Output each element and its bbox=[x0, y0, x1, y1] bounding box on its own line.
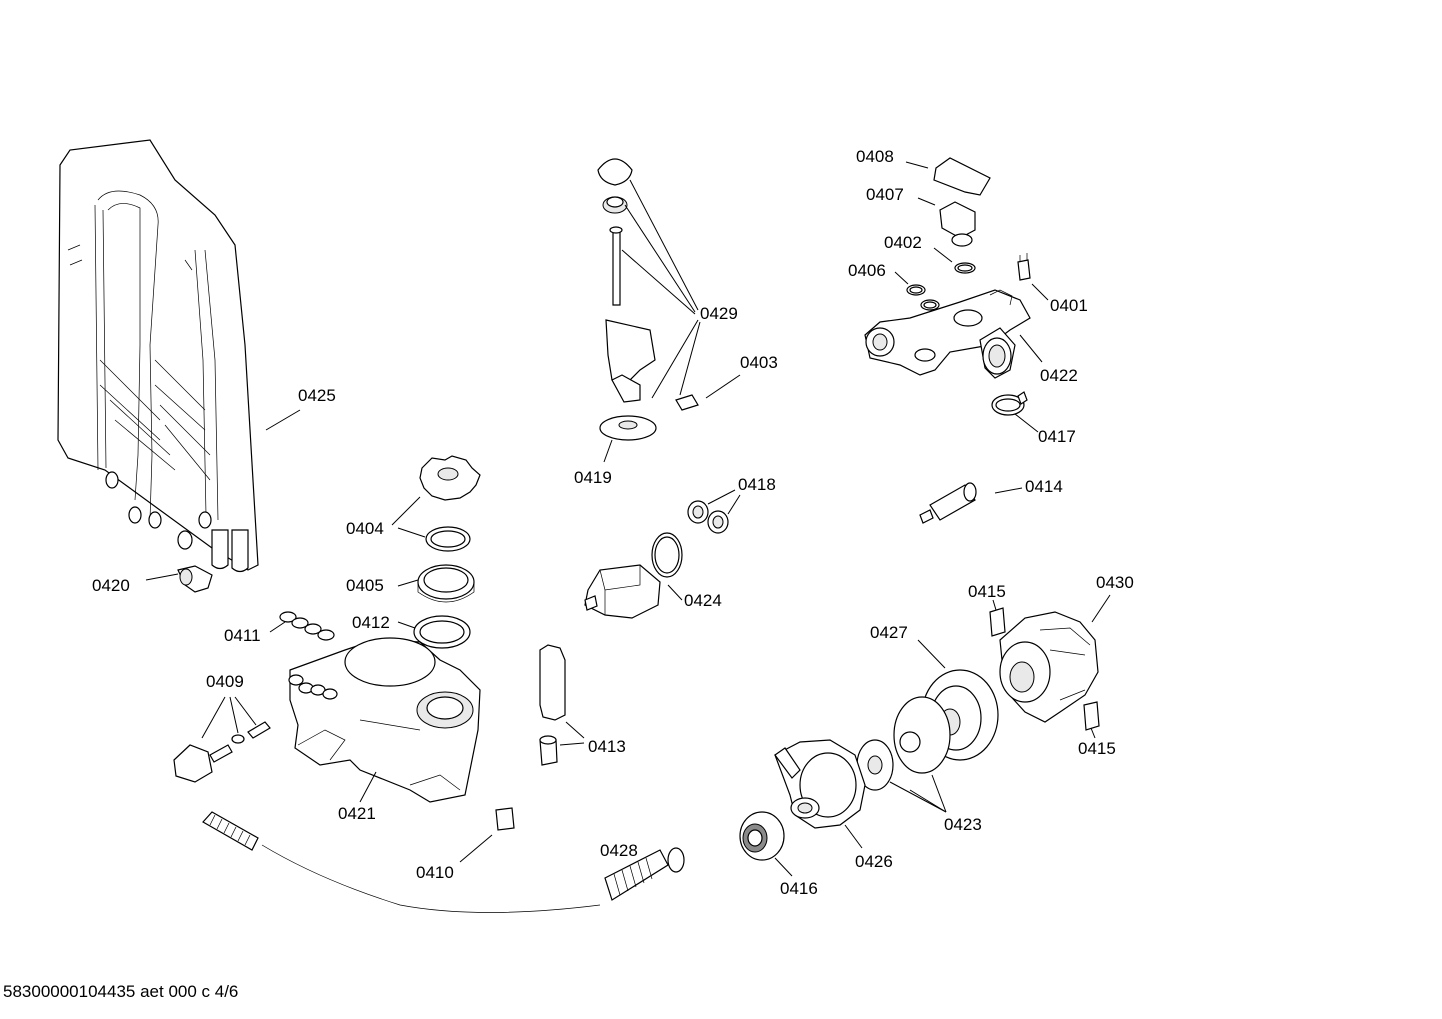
part-0417-clamp bbox=[991, 391, 1028, 416]
label-0404: 0404 bbox=[346, 519, 384, 538]
part-0422-manifold bbox=[864, 289, 1031, 379]
part-0425-heat-exchanger bbox=[57, 139, 259, 573]
part-0411-rings bbox=[279, 611, 335, 641]
part-0424-block bbox=[584, 532, 683, 619]
label-0428: 0428 bbox=[600, 841, 638, 860]
label-0403: 0403 bbox=[740, 353, 778, 372]
footer-reference: 58300000104435 aet 000 c 4/6 bbox=[3, 982, 238, 1001]
label-0412: 0412 bbox=[352, 613, 390, 632]
label-0427: 0427 bbox=[870, 623, 908, 642]
label-0413: 0413 bbox=[588, 737, 626, 756]
label-0429: 0429 bbox=[700, 304, 738, 323]
part-0429-float bbox=[597, 158, 656, 403]
label-0416: 0416 bbox=[780, 879, 818, 898]
label-0414: 0414 bbox=[1025, 477, 1063, 496]
label-0402: 0402 bbox=[884, 233, 922, 252]
part-0405-seal bbox=[425, 526, 471, 552]
part-0410-clip bbox=[495, 807, 515, 831]
part-0401-clip bbox=[1017, 253, 1031, 281]
label-0411: 0411 bbox=[224, 626, 261, 645]
label-0415-bottom: 0415 bbox=[1078, 739, 1116, 758]
part-hose bbox=[202, 811, 601, 913]
label-0410: 0410 bbox=[416, 863, 454, 882]
label-0424: 0424 bbox=[684, 591, 722, 610]
label-0406: 0406 bbox=[848, 261, 886, 280]
part-0423-impeller bbox=[856, 696, 951, 791]
part-0420-elbow bbox=[177, 565, 213, 593]
part-0415-clip-top bbox=[989, 607, 1006, 637]
part-0416-seal bbox=[739, 811, 785, 861]
part-0421-sump bbox=[288, 637, 481, 803]
part-0408-cover bbox=[933, 157, 991, 196]
part-0405-threaded-ring bbox=[417, 564, 475, 603]
label-0401: 0401 bbox=[1050, 296, 1088, 315]
label-0419: 0419 bbox=[574, 468, 612, 487]
label-0422: 0422 bbox=[1040, 366, 1078, 385]
label-0417: 0417 bbox=[1038, 427, 1076, 446]
part-0418-fittings bbox=[687, 500, 729, 534]
part-0403-clip bbox=[675, 394, 699, 411]
part-0402-oring bbox=[954, 262, 976, 274]
part-0412-ring bbox=[413, 615, 471, 649]
label-0405: 0405 bbox=[346, 576, 384, 595]
label-0418: 0418 bbox=[738, 475, 776, 494]
label-0423: 0423 bbox=[944, 815, 982, 834]
part-0428-hose bbox=[604, 847, 685, 901]
label-0426: 0426 bbox=[855, 852, 893, 871]
part-0430-motor bbox=[999, 611, 1099, 723]
part-0409-valve bbox=[173, 721, 271, 783]
part-0413-cartridge bbox=[539, 644, 566, 766]
label-0425: 0425 bbox=[298, 386, 336, 405]
part-0419-disc bbox=[599, 415, 657, 441]
label-0415-top: 0415 bbox=[968, 582, 1006, 601]
label-0430: 0430 bbox=[1096, 573, 1134, 592]
part-0406-orings bbox=[906, 284, 940, 311]
part-0415-clip-bottom bbox=[1083, 701, 1100, 731]
part-0426-pump-body bbox=[774, 739, 866, 829]
label-0420: 0420 bbox=[92, 576, 130, 595]
part-0407-connector bbox=[939, 201, 976, 247]
label-0407: 0407 bbox=[866, 185, 904, 204]
label-0408: 0408 bbox=[856, 147, 894, 166]
part-0404-lid bbox=[419, 455, 481, 501]
label-0409: 0409 bbox=[206, 672, 244, 691]
part-0414-cylinder bbox=[919, 482, 977, 524]
label-0421: 0421 bbox=[338, 804, 376, 823]
